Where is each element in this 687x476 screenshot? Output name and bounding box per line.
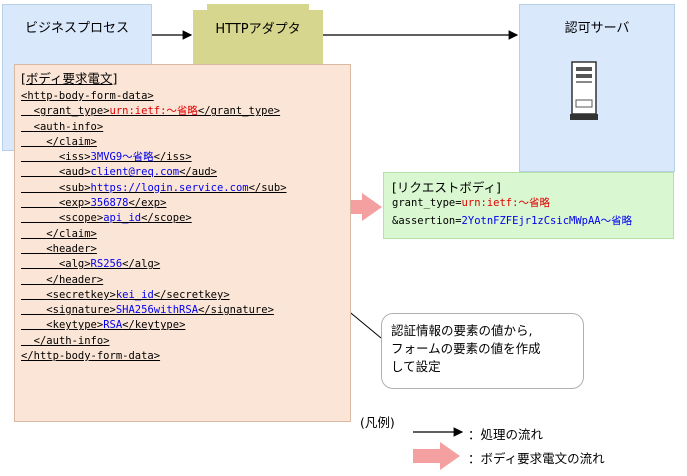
request-body-box: [リクエストボディ] grant_type=urn:ietf:～省略 &asse… — [383, 172, 674, 239]
xml-line: <grant_type>urn:ietf:～省略</grant_type> — [21, 104, 287, 119]
auth-server-label: 認可サーバ — [564, 21, 630, 36]
xml-line: <auth-info> — [21, 120, 287, 135]
xml-line: <exp>356878</exp> — [21, 196, 287, 211]
request-body-title: [リクエストボディ] — [392, 180, 501, 195]
xml-tag-open: <secretkey> — [46, 288, 116, 301]
body-request-title: [ボディ要求電文] — [21, 71, 118, 86]
request-body-line-grant: grant_type=urn:ietf:～省略 — [392, 197, 550, 209]
auth-server-box: 認可サーバ — [519, 4, 675, 172]
legend-body-label: ：ボディ要求電文の流れ — [468, 451, 605, 466]
xml-line: <scope>api_id</scope> — [21, 211, 287, 226]
xml-tag-close: </grant_type> — [197, 105, 281, 118]
xml-line: <signature>SHA256withRSA</signature> — [21, 303, 287, 318]
callout-line: フォームの要素の値を作成 — [391, 341, 541, 356]
xml-line: </claim> — [21, 227, 287, 242]
xml-tag-close: </exp> — [128, 197, 167, 210]
callout-line: して設定 — [391, 359, 441, 374]
xml-tag-open: <signature> — [46, 304, 116, 317]
xml-value: kei_id — [115, 288, 154, 301]
http-adapter-box: HTTPアダプタ — [193, 4, 323, 64]
xml-value: api_id — [103, 212, 142, 225]
xml-value: SHA256withRSA — [115, 304, 199, 317]
xml-tag-close: </iss> — [153, 151, 192, 164]
xml-line: <aud>client@req.com</aud> — [21, 165, 287, 180]
xml-tag-open: <http-body-form-data> — [21, 90, 154, 102]
xml-tag-close: </alg> — [122, 258, 161, 271]
xml-tag-close: </aud> — [179, 166, 217, 179]
xml-tag-close: </scope> — [141, 212, 192, 225]
xml-value: urn:ietf:～省略 — [109, 105, 198, 118]
xml-value: 3MVG9～省略 — [90, 151, 154, 164]
xml-tag-open: <exp> — [58, 197, 91, 210]
xml-tag-open: <aud> — [58, 166, 91, 179]
body-request-panel: [ボディ要求電文] <http-body-form-data> <grant_t… — [14, 64, 351, 422]
note-callout: 認証情報の要素の値から, フォームの要素の値を作成 して設定 — [381, 313, 584, 389]
business-process-label: ビジネスプロセス — [24, 21, 129, 36]
xml-tag-open: <alg> — [58, 258, 91, 271]
xml-tag-close: </secretkey> — [153, 288, 230, 301]
server-icon — [570, 61, 598, 120]
request-body-line-assertion: &assertion=2YotnFZFEjr1zCsicMWpAA～省略 — [392, 215, 633, 227]
xml-line: <sub>https://login.service.com</sub> — [21, 181, 287, 196]
xml-value: RSA — [103, 319, 123, 332]
xml-line: </claim> — [21, 135, 287, 150]
xml-tag-open: <grant_type> — [33, 105, 110, 118]
xml-tag-open: </claim> — [46, 227, 97, 240]
xml-tag-open: <keytype> — [46, 319, 104, 332]
xml-tag-close: </sub> — [248, 181, 287, 194]
http-adapter-label: HTTPアダプタ — [215, 22, 301, 37]
xml-line: </header> — [21, 273, 287, 288]
xml-value: 356878 — [90, 197, 129, 210]
xml-tag-open: </auth-info> — [33, 334, 110, 347]
xml-line: <iss>3MVG9～省略</iss> — [21, 150, 287, 165]
xml-line: <http-body-form-data> — [21, 89, 287, 104]
legend-body-arrow — [413, 442, 460, 470]
xml-line: <alg>RS256</alg> — [21, 257, 287, 272]
xml-line: <keytype>RSA</keytype> — [21, 318, 287, 333]
xml-code-block: <http-body-form-data> <grant_type>urn:ie… — [21, 89, 287, 364]
xml-line: <secretkey>kei_id</secretkey> — [21, 288, 287, 303]
xml-tag-close: </signature> — [198, 304, 274, 317]
xml-tag-open: <header> — [46, 242, 97, 255]
xml-line: </http-body-form-data> — [21, 349, 287, 364]
xml-value: RS256 — [90, 258, 123, 271]
legend-process-label: ：処理の流れ — [468, 427, 544, 442]
xml-tag-open: </claim> — [46, 135, 97, 148]
xml-line: <header> — [21, 242, 287, 257]
xml-value: https://login.service.com — [90, 181, 249, 194]
legend-title: (凡例) — [360, 415, 395, 430]
callout-line: 認証情報の要素の値から, — [391, 323, 533, 338]
xml-tag-close: </keytype> — [122, 319, 186, 332]
xml-tag-open: </header> — [46, 273, 104, 286]
xml-tag-open: <auth-info> — [33, 120, 104, 133]
xml-tag-open: <sub> — [58, 181, 91, 194]
xml-tag-open: </http-body-form-data> — [21, 350, 161, 363]
xml-tag-open: <iss> — [58, 151, 91, 164]
xml-value: client@req.com — [90, 166, 180, 179]
xml-line: </auth-info> — [21, 334, 287, 349]
xml-tag-open: <scope> — [58, 212, 104, 225]
